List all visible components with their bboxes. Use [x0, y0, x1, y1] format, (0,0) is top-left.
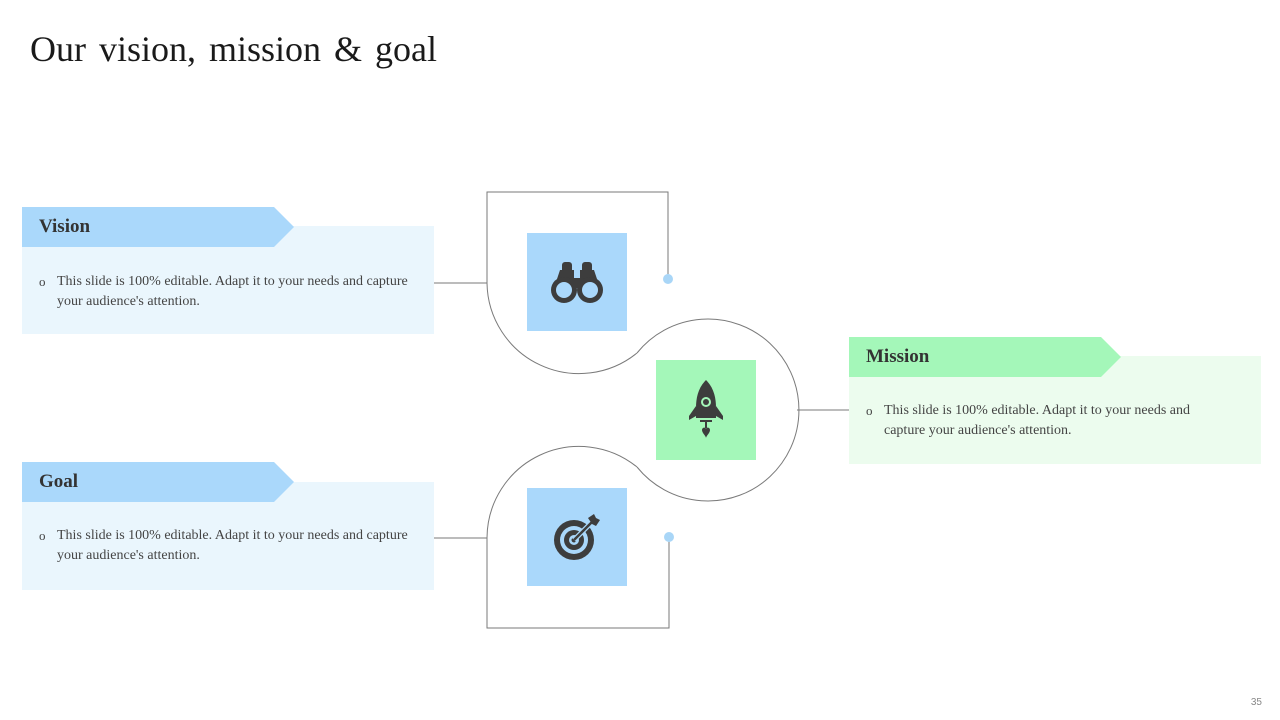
goal-header: Goal: [22, 462, 294, 502]
mission-text: o This slide is 100% editable. Adapt it …: [866, 401, 1211, 441]
goal-description: This slide is 100% editable. Adapt it to…: [57, 528, 408, 563]
goal-bullet: o: [39, 528, 46, 543]
vision-heading: Vision: [39, 216, 91, 237]
mission-description: This slide is 100% editable. Adapt it to…: [884, 403, 1191, 438]
goal-loop: [486, 445, 670, 629]
vision-header: Vision: [22, 207, 294, 247]
vision-text: o This slide is 100% editable. Adapt it …: [39, 272, 409, 312]
goal-icon-box: [527, 488, 627, 586]
goal-text: o This slide is 100% editable. Adapt it …: [39, 526, 409, 566]
vision-description: This slide is 100% editable. Adapt it to…: [57, 274, 408, 309]
rocket-icon: [689, 380, 723, 438]
goal-heading: Goal: [39, 471, 79, 492]
goal-end-dot: [664, 532, 674, 542]
vision-bullet: o: [39, 274, 46, 289]
slide-title: Our vision, mission & goal: [30, 29, 438, 69]
mission-heading: Mission: [866, 346, 930, 367]
binoculars-icon: [551, 262, 603, 303]
page-number: 35: [1250, 697, 1262, 708]
vision-loop: [486, 191, 669, 375]
vision-icon-box: [527, 233, 627, 331]
mission-bullet: o: [866, 403, 873, 418]
mission-header: Mission: [849, 337, 1121, 377]
target-icon: [554, 514, 600, 560]
vision-end-dot: [663, 274, 673, 284]
mission-icon-box: [656, 360, 756, 460]
